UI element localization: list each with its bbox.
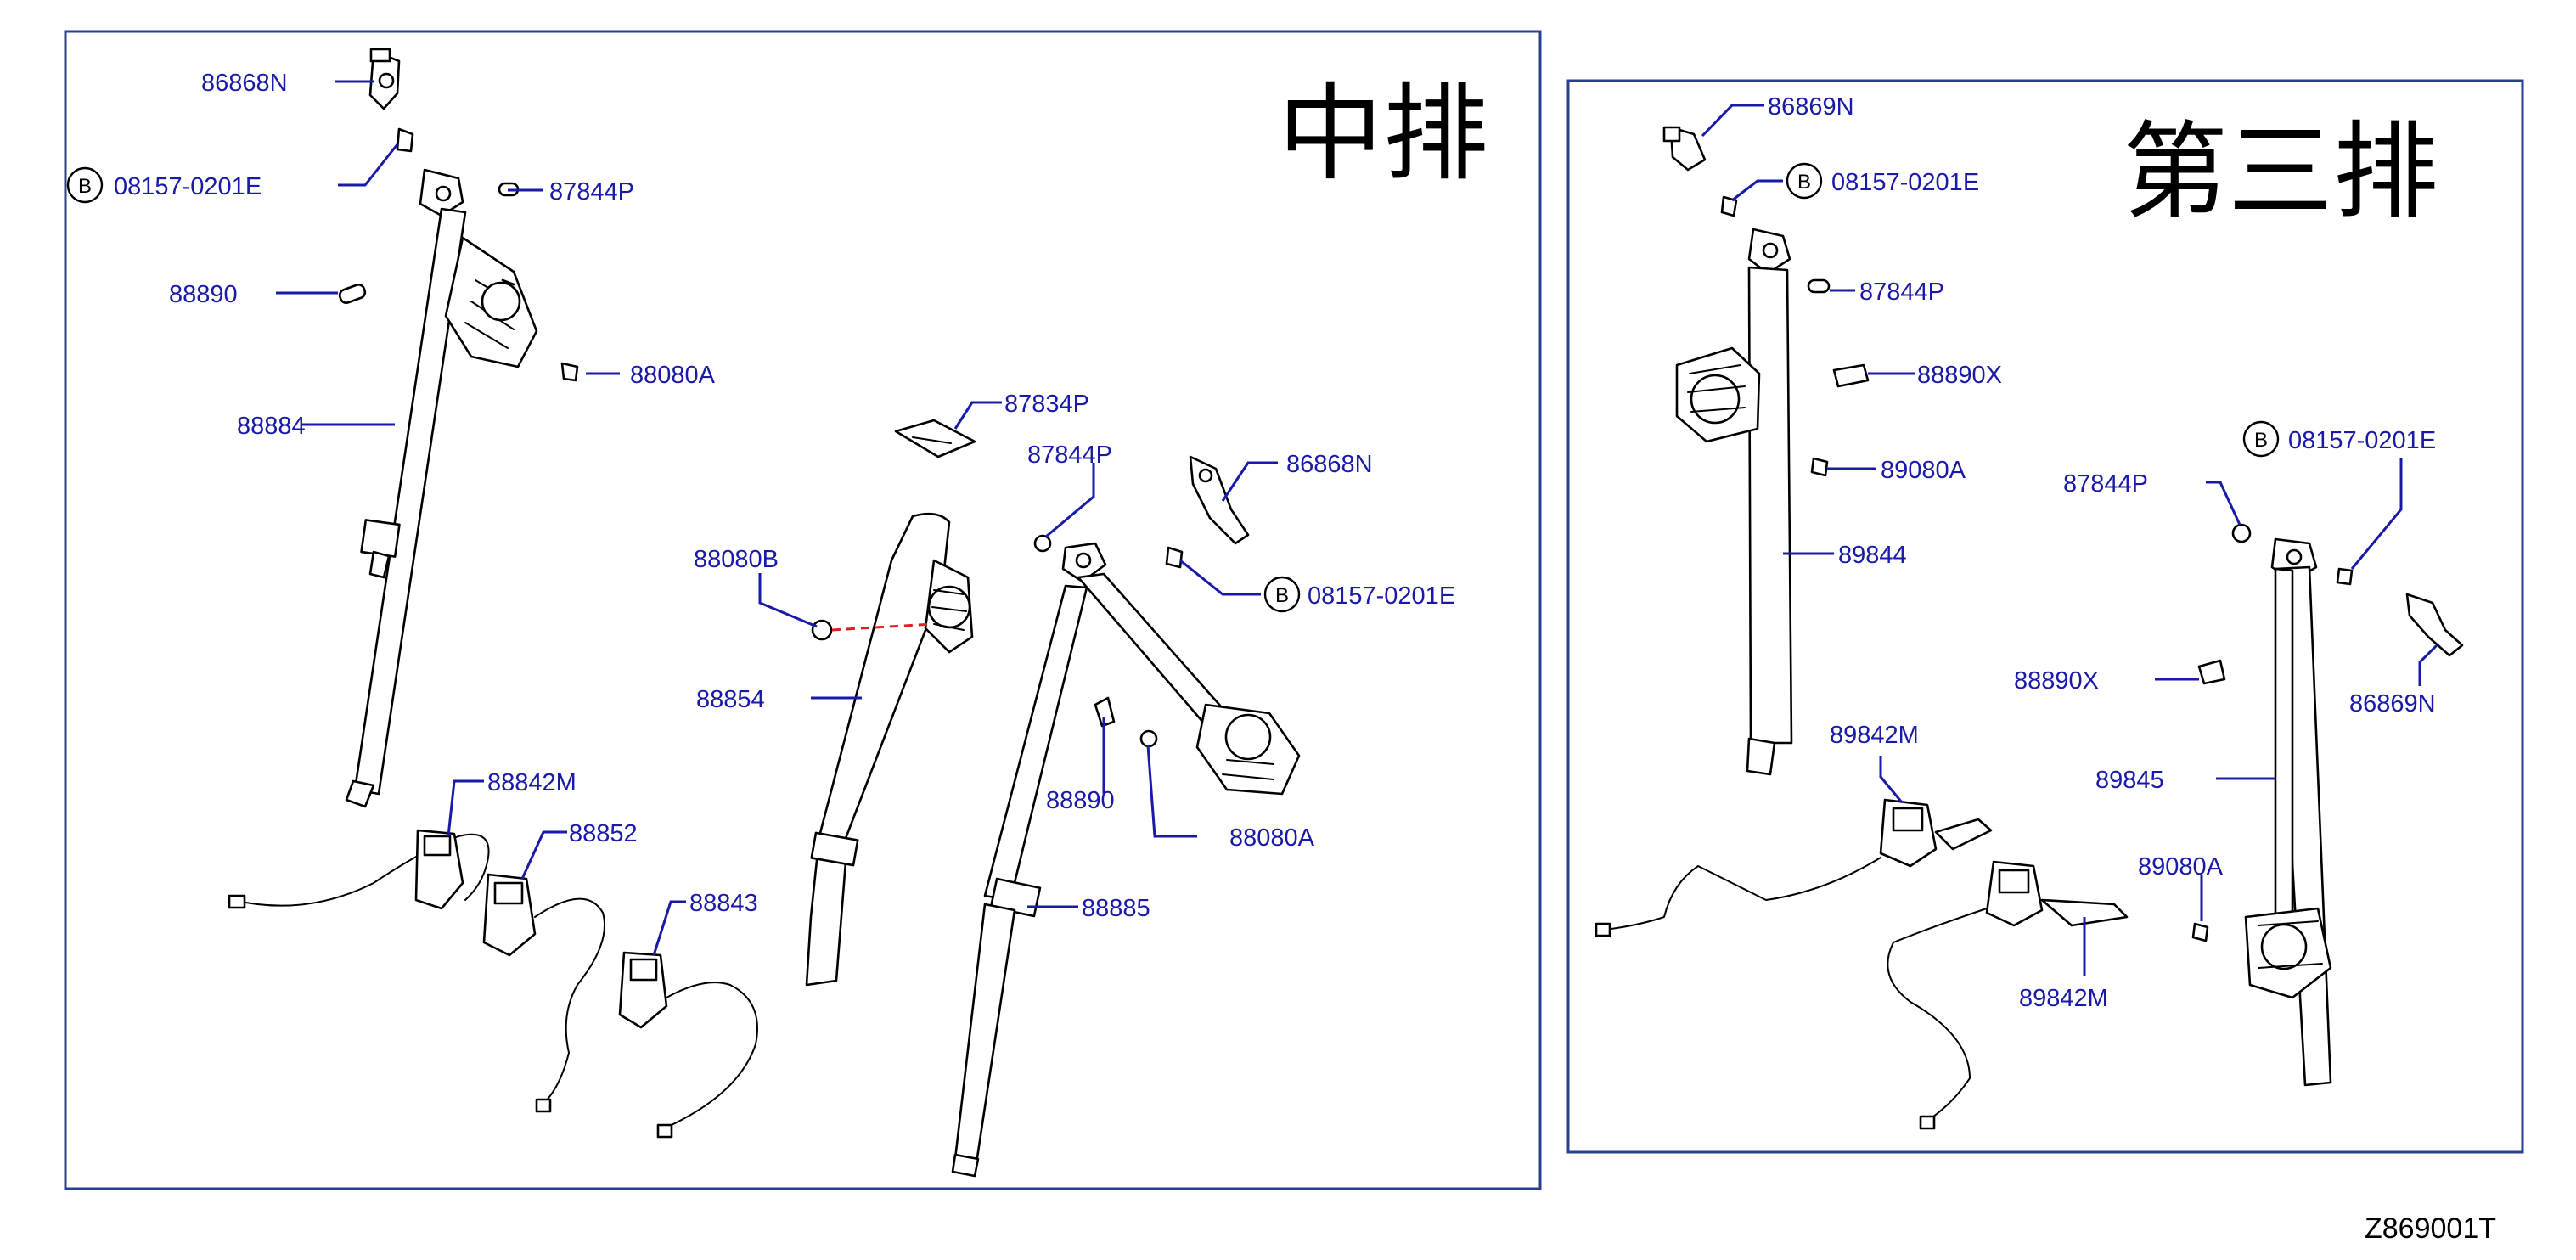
label-08157-0201E-right: 08157-0201E: [1308, 582, 1455, 610]
label-89842M-lower: 89842M: [2019, 985, 2108, 1012]
label-88890-top: 88890: [169, 281, 238, 308]
alignment-guide: [831, 622, 933, 632]
belt-assembly-88885: [951, 455, 1301, 1178]
buckle-88843-harness: [618, 951, 758, 1139]
label-88842M: 88842M: [487, 769, 577, 796]
middle-row-title: 中排: [1278, 73, 1488, 195]
label-89080A-top: 89080A: [1881, 457, 1966, 484]
label-08157-0201E-top: 08157-0201E: [114, 173, 262, 200]
belt-assembly-89844: [1662, 126, 1870, 776]
bolt-marker-middle-top: B: [66, 166, 104, 204]
belt-assembly-88854: [805, 419, 976, 987]
buckle-88852-harness: [482, 873, 605, 1113]
bolt-marker-third-right: B: [2242, 420, 2280, 458]
label-88854: 88854: [696, 686, 765, 713]
label-08157-0201E-third-top: 08157-0201E: [1831, 169, 1979, 196]
label-86868N-right: 86868N: [1286, 451, 1373, 478]
label-88890X-top: 88890X: [1917, 362, 2002, 389]
label-88885: 88885: [1082, 895, 1150, 922]
buckle-88842M-harness: [228, 829, 490, 910]
label-87844P-center: 87844P: [1027, 442, 1112, 469]
label-87844P-third-right: 87844P: [2063, 470, 2148, 498]
svg-text:B: B: [1797, 171, 1811, 194]
label-89080A-right: 89080A: [2138, 853, 2224, 880]
third-row-title: 第三排: [2123, 111, 2438, 233]
label-86869N-right: 86869N: [2349, 690, 2436, 717]
label-88080B: 88080B: [694, 546, 779, 573]
bolt-marker-middle-right: B: [1263, 576, 1301, 613]
leader-lines: [276, 80, 2438, 976]
label-88080A-top: 88080A: [630, 362, 716, 389]
label-87844P-third-top: 87844P: [1859, 278, 1944, 306]
label-87834P: 87834P: [1004, 391, 1089, 418]
belt-assembly-89845: [2191, 523, 2464, 1087]
label-87844P-top: 87844P: [549, 178, 634, 205]
label-89842M-upper: 89842M: [1830, 722, 1919, 749]
middle-row-panel-frame: [64, 30, 1542, 1190]
third-row-panel-frame: [1566, 79, 2524, 1154]
buckle-89842M-lower: [1887, 860, 2129, 1130]
label-86868N-top: 86868N: [201, 70, 288, 97]
label-88080A-right: 88080A: [1229, 824, 1315, 852]
label-88884: 88884: [237, 413, 306, 440]
label-88852: 88852: [569, 820, 638, 847]
drawing-code: Z869001T: [2365, 1212, 2496, 1245]
label-89845: 89845: [2095, 767, 2164, 794]
label-88890X-right: 88890X: [2014, 667, 2099, 695]
label-08157-0201E-third-right: 08157-0201E: [2288, 427, 2436, 454]
svg-text:B: B: [78, 175, 92, 198]
label-86869N-top: 86869N: [1768, 93, 1854, 121]
svg-text:B: B: [1275, 584, 1289, 607]
bolt-marker-third-top: B: [1786, 162, 1823, 200]
label-89844: 89844: [1838, 542, 1907, 569]
svg-text:B: B: [2254, 429, 2268, 452]
buckle-89842M-upper: [1595, 798, 1993, 937]
belt-assembly-88884: [338, 48, 579, 808]
label-88843: 88843: [689, 890, 758, 917]
label-88890-center: 88890: [1046, 787, 1115, 814]
